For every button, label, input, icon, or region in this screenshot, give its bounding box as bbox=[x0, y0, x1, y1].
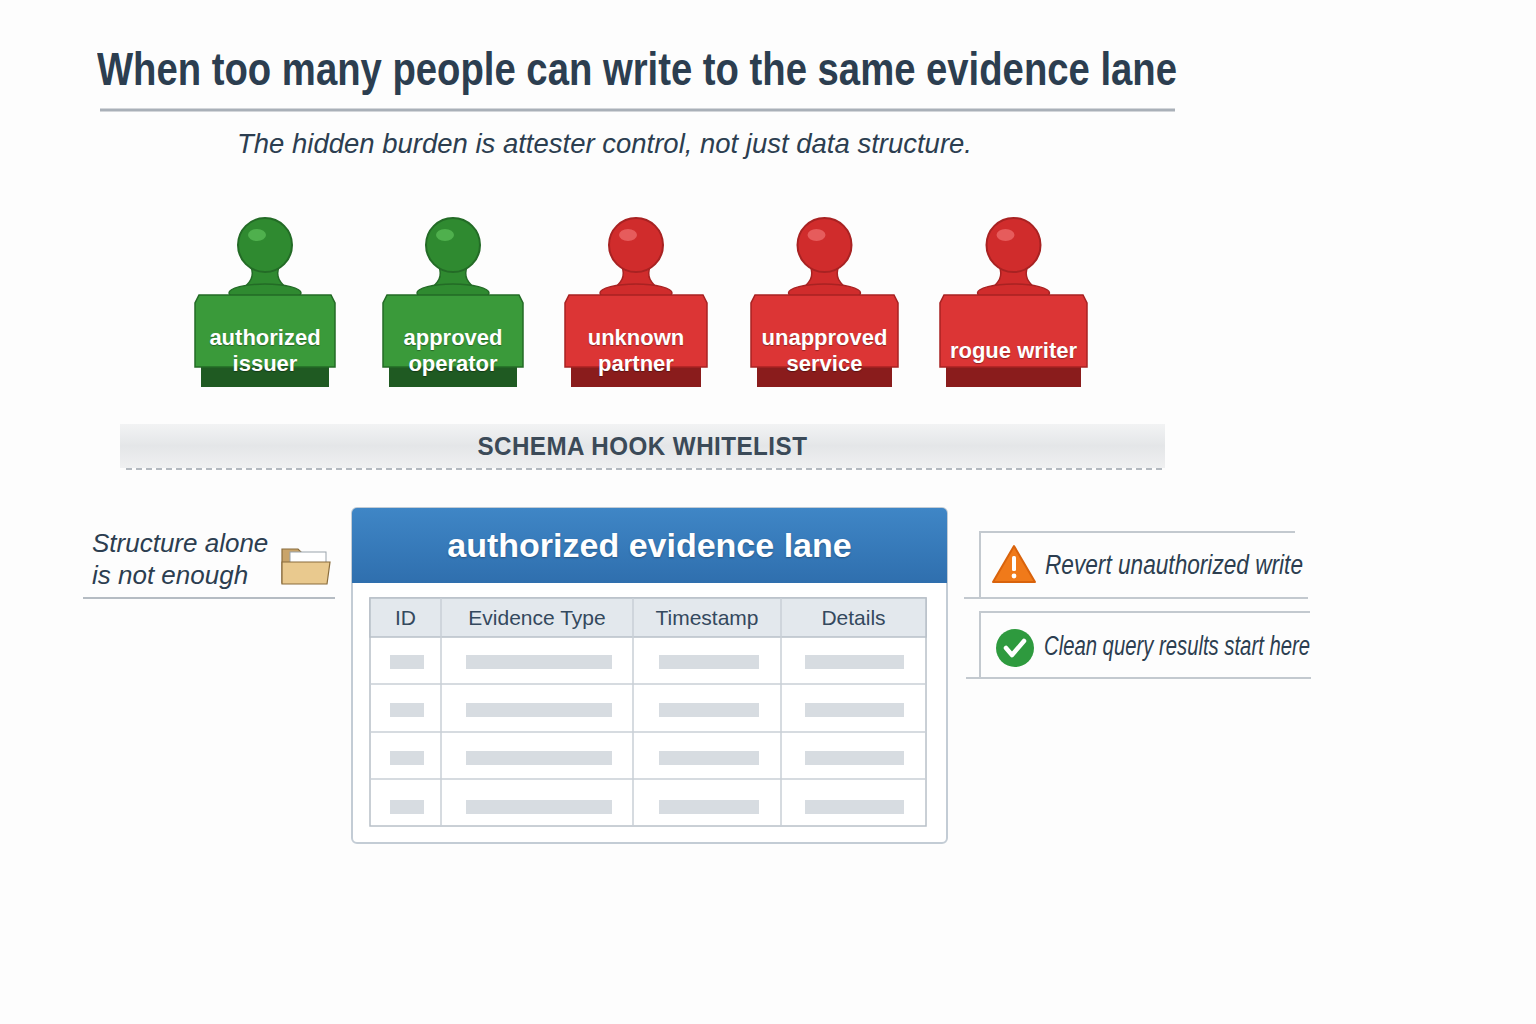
stamp-label: approved operator bbox=[383, 315, 523, 387]
table-header-row bbox=[370, 598, 926, 637]
stamps bbox=[195, 218, 1087, 387]
placeholder-bar bbox=[390, 751, 424, 765]
stamp-label: unknown partner bbox=[565, 315, 707, 387]
whitelist-band bbox=[120, 424, 1165, 468]
stamp: approved operator bbox=[383, 215, 523, 387]
stamp-knob bbox=[238, 218, 292, 272]
stamp-label: rogue writer bbox=[940, 315, 1087, 387]
placeholder-bar bbox=[466, 751, 612, 765]
note-text: The hidden burden is attester control, n… bbox=[237, 128, 972, 160]
table-frame bbox=[370, 598, 926, 826]
stamp-knob bbox=[426, 218, 480, 272]
stamp: authorized issuer bbox=[195, 215, 335, 387]
stamp-shape bbox=[195, 218, 335, 387]
table-header-cell: ID bbox=[395, 606, 416, 630]
placeholder-bar bbox=[805, 800, 904, 814]
placeholder-bars bbox=[390, 655, 904, 814]
stamp-shine bbox=[808, 229, 826, 241]
panel-title: authorized evidence lane bbox=[447, 526, 851, 565]
placeholder-bar bbox=[805, 751, 904, 765]
placeholder-bar bbox=[466, 800, 612, 814]
note-text: Structure alone is not enough bbox=[92, 527, 270, 591]
band-text: SCHEMA HOOK WHITELIST bbox=[478, 431, 808, 462]
panel-body bbox=[352, 508, 947, 843]
stamp-text: rogue writer bbox=[950, 338, 1077, 364]
stamp-shape bbox=[383, 218, 523, 387]
band-dash bbox=[126, 468, 1162, 470]
table-header-cell: Timestamp bbox=[655, 606, 758, 630]
stamp-shape bbox=[565, 218, 707, 387]
note-text: Clean query results start here bbox=[1044, 631, 1310, 662]
placeholder-bar bbox=[466, 703, 612, 717]
check-icon bbox=[996, 629, 1034, 667]
stamp-shape bbox=[751, 218, 898, 387]
placeholder-bar bbox=[659, 800, 759, 814]
placeholder-bar bbox=[805, 703, 904, 717]
placeholder-bar bbox=[659, 703, 759, 717]
stamp-shine bbox=[248, 229, 266, 241]
folder-icon bbox=[282, 549, 330, 584]
stamp: rogue writer bbox=[940, 215, 1087, 387]
evidence-panel: authorized evidence lane bbox=[352, 508, 947, 843]
placeholder-bar bbox=[805, 655, 904, 669]
table-grid bbox=[370, 598, 926, 826]
stamp-shine bbox=[997, 229, 1015, 241]
placeholder-bar bbox=[466, 655, 612, 669]
stamp-label: authorized issuer bbox=[195, 315, 335, 387]
panel-title-box: authorized evidence lane bbox=[352, 508, 947, 583]
stamp-foot bbox=[946, 365, 1081, 387]
stamp-shine bbox=[619, 229, 637, 241]
stamp-shine bbox=[436, 229, 454, 241]
placeholder-bar bbox=[390, 655, 424, 669]
placeholder-bar bbox=[390, 800, 424, 814]
stamp-text: unknown partner bbox=[587, 325, 686, 377]
panel-header bbox=[352, 508, 947, 583]
callout-frame bbox=[964, 532, 1308, 598]
stamp: unapproved service bbox=[751, 215, 898, 387]
placeholder-bar bbox=[659, 655, 759, 669]
stamp-label: unapproved service bbox=[751, 315, 898, 387]
stamp-knob bbox=[798, 218, 852, 272]
note-text: Revert unauthorized write bbox=[1045, 550, 1303, 581]
stamp-base bbox=[940, 295, 1087, 367]
stamp-text: unapproved service bbox=[761, 325, 889, 377]
title: When too many people can write to the sa… bbox=[97, 42, 1177, 96]
whitelist-band: SCHEMA HOOK WHITELIST bbox=[120, 424, 1165, 468]
stamp-knob bbox=[609, 218, 663, 272]
placeholder-bar bbox=[659, 751, 759, 765]
stamp-shape bbox=[940, 218, 1087, 387]
callout-rule bbox=[83, 597, 335, 599]
placeholder-bar bbox=[390, 703, 424, 717]
table-header-cell: Evidence Type bbox=[468, 606, 605, 630]
callout-frame bbox=[966, 612, 1311, 678]
stamp-text: authorized issuer bbox=[208, 325, 321, 377]
title-rule bbox=[100, 109, 1175, 112]
stamp-knob bbox=[987, 218, 1041, 272]
warning-icon bbox=[993, 546, 1035, 582]
table-header-cell: Details bbox=[821, 606, 885, 630]
stamp-text: approved operator bbox=[402, 325, 503, 377]
stamp: unknown partner bbox=[565, 215, 707, 387]
